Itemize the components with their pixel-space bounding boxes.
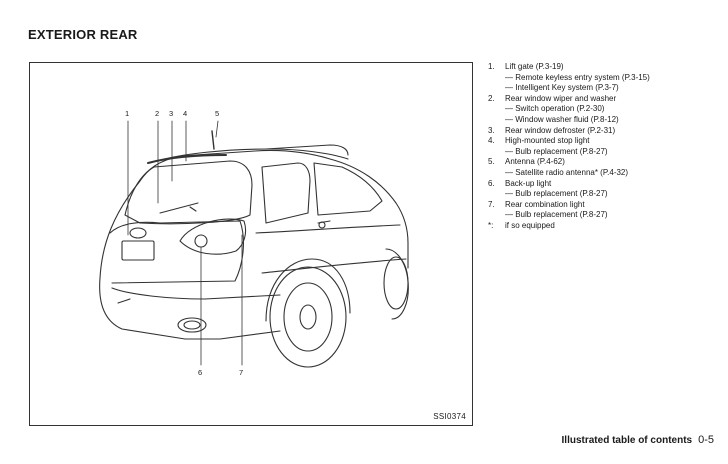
legend-entry: 5. Antenna (P.4-62) — Satellite radio ant… <box>488 157 720 178</box>
legend-subitem: — Intelligent Key system (P.3-7) <box>505 83 619 93</box>
legend-number: 6. <box>488 178 495 188</box>
legend-label: Rear window wiper and washer <box>505 93 617 103</box>
legend-subitem: — Remote keyless entry system (P.3-15) <box>505 72 650 82</box>
legend-entry: 3. Rear window defroster (P.2-31) <box>488 126 720 137</box>
callout-1: 1 <box>125 109 130 118</box>
vehicle-illustration: 1 2 3 4 5 6 7 SSI0374 <box>29 62 473 426</box>
legend-number: *: <box>488 220 494 230</box>
legend-entry: 6. Back-up light — Bulb replacement (P.8-… <box>488 179 720 200</box>
legend-label: Lift gate (P.3-19) <box>505 62 564 71</box>
legend-label: Rear combination light <box>505 199 585 209</box>
page-number: 0-5 <box>698 434 714 446</box>
callout-3: 3 <box>169 109 174 118</box>
legend-entry: 1. Lift gate (P.3-19) — Remote keyless en… <box>488 62 720 94</box>
legend-number: 1. <box>488 62 495 71</box>
legend-subitem: — Window washer fluid (P.8-12) <box>505 114 619 124</box>
legend-entry: 7. Rear combination light — Bulb replacem… <box>488 200 720 221</box>
legend-label: Antenna (P.4-62) <box>505 157 565 167</box>
legend-list: 1. Lift gate (P.3-19) — Remote keyless en… <box>488 62 720 232</box>
callout-2: 2 <box>155 109 160 118</box>
car-rear-drawing <box>99 120 409 368</box>
legend-number: 5. <box>488 157 495 167</box>
footer-title: Illustrated table of contents <box>561 435 693 446</box>
legend-entry: *: if so equipped <box>488 221 720 232</box>
figure-code: SSI0374 <box>433 412 466 421</box>
legend-label: if so equipped <box>505 220 555 230</box>
legend-number: 7. <box>488 199 495 209</box>
legend-entry: 4. High-mounted stop light — Bulb replace… <box>488 136 720 157</box>
page-title: EXTERIOR REAR <box>28 27 138 42</box>
legend-label: Back-up light <box>505 178 552 188</box>
callout-4: 4 <box>183 109 188 118</box>
legend-subitem: — Bulb replacement (P.8-27) <box>505 189 608 199</box>
legend-subitem: — Bulb replacement (P.8-27) <box>505 210 608 220</box>
legend-label: Rear window defroster (P.2-31) <box>505 125 616 135</box>
legend-subitem: — Satellite radio antenna* (P.4-32) <box>505 167 629 177</box>
legend-number: 3. <box>488 125 495 135</box>
callout-6: 6 <box>198 368 203 377</box>
callout-7: 7 <box>239 368 244 377</box>
legend-number: 4. <box>488 136 495 146</box>
legend-number: 2. <box>488 93 495 103</box>
legend-label: High-mounted stop light <box>505 136 590 146</box>
callout-5: 5 <box>215 109 220 118</box>
legend-subitem: — Switch operation (P.2-30) <box>505 104 605 114</box>
legend-subitem: — Bulb replacement (P.8-27) <box>505 146 608 156</box>
legend-entry: 2. Rear window wiper and washer — Switch … <box>488 94 720 126</box>
page-footer: Illustrated table of contents 0-5 <box>562 434 714 446</box>
